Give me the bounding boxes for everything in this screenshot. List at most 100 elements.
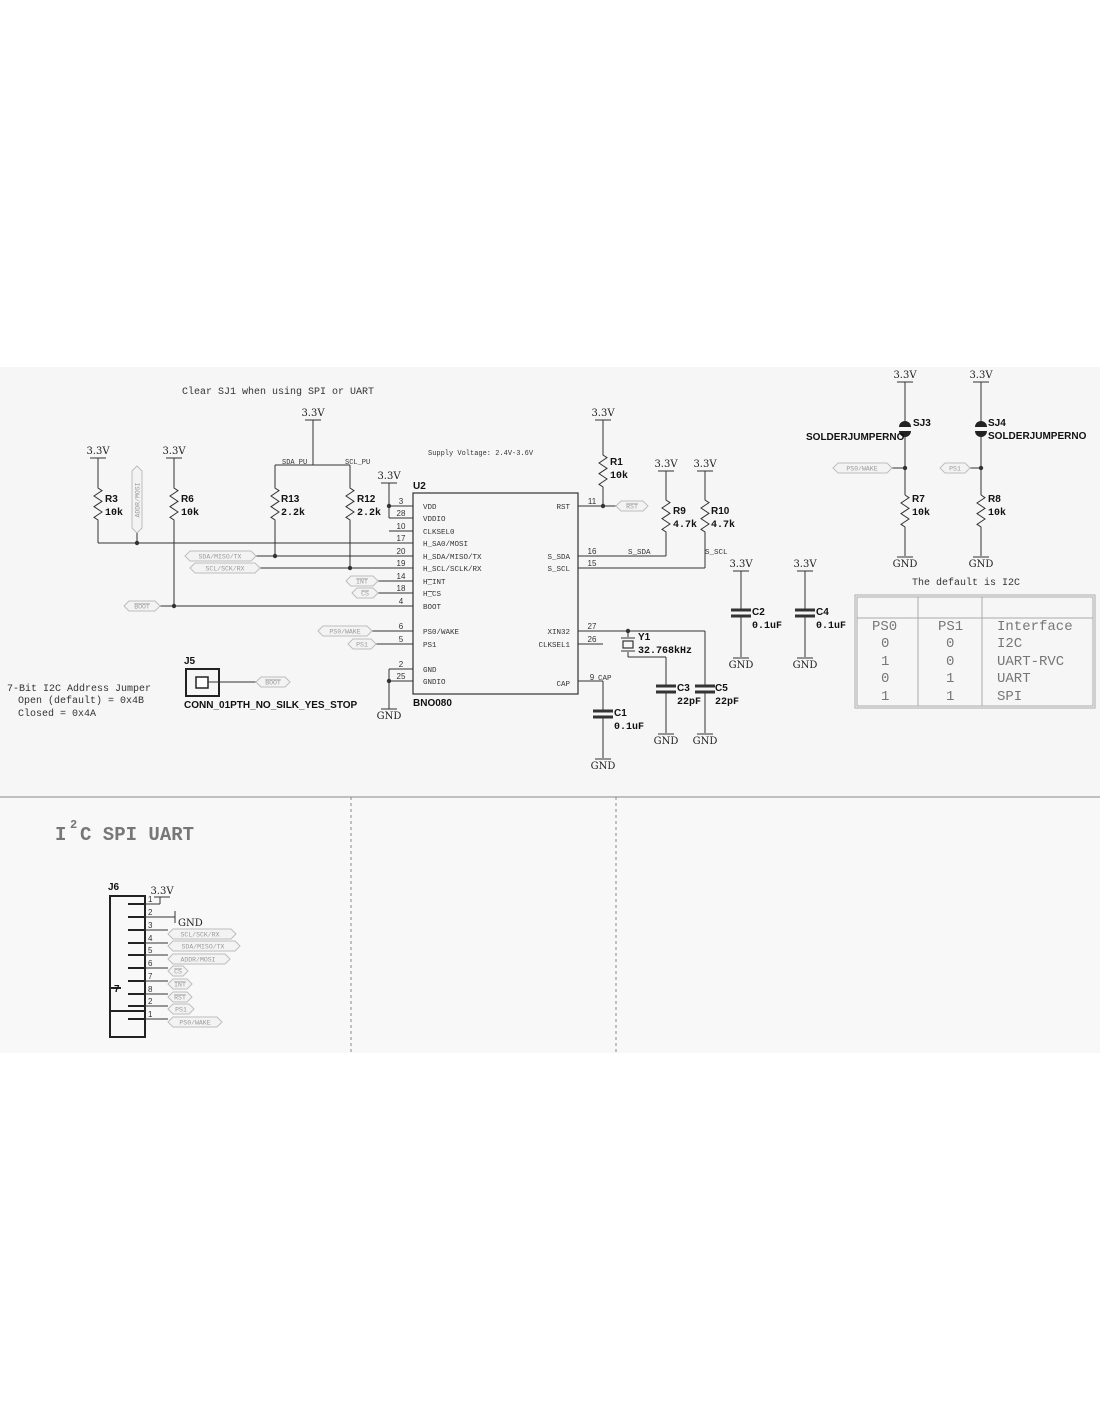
connector-j6-symbol [109, 895, 146, 1038]
capacitor-c2-value: 0.1uF [752, 621, 782, 632]
pin-number: 2 [399, 660, 404, 669]
capacitor-c5-ref: C5 [715, 683, 728, 694]
solder-jumper-sj4-symbol [975, 421, 987, 427]
table-cell: 1 [881, 689, 889, 705]
note-supply-voltage: Supply Voltage: 2.4V-3.6V [428, 450, 534, 458]
connector-j6: J6 3.3V 7 GND [108, 882, 241, 1038]
resistor-r12-ref: R12 [357, 494, 376, 505]
flag-rst: RST [615, 500, 649, 512]
resistor-r10-symbol [700, 471, 710, 568]
pin-number: 2 [148, 908, 153, 917]
flag-j6-ps1-text: PS1 [175, 1007, 187, 1014]
pin-number: 11 [588, 497, 597, 506]
net-s-scl-label: S_SCL [705, 549, 728, 557]
ground-label: GND [377, 711, 402, 722]
pin-number: 5 [148, 946, 153, 955]
ic-u2-right-pins: RST 11 S_SDA 16 S_SCL 15 XIN32 27 CLKSEL… [538, 497, 728, 689]
supply-label: 3.3V [377, 471, 401, 482]
resistor-r6-symbol [169, 458, 179, 606]
pin-number: 20 [397, 547, 406, 556]
i2c-pullups: 3.3V SDA_PU SCL_PU R13 2.2k R12 2.2k [270, 408, 381, 568]
connector-j5-part: CONN_01PTH_NO_SILK_YES_STOP [184, 700, 358, 711]
flag-rst-text: RST [626, 504, 638, 511]
pin-name: H_SDA/MISO/TX [423, 554, 482, 562]
ground-label: GND [654, 736, 679, 747]
flag-j6-sda: SDA/MISO/TX [167, 940, 241, 952]
jumper-sj3-ref: SJ3 [913, 418, 931, 429]
pin-name: CLKSEL1 [538, 642, 570, 650]
flag-boot-left-text: BOOT [134, 604, 150, 611]
pin-number: 18 [397, 584, 406, 593]
flag-ps0-sj3: PS0/WAKE [832, 462, 893, 474]
pin-number: 26 [588, 635, 597, 644]
ic-u2-left-pins: 3 VDD 28 VDDIO 10 CLKSEL0 17 H_SA0/MOSI … [389, 497, 482, 687]
flag-boot-left: BOOT [123, 600, 161, 612]
table-cell: 1 [946, 689, 954, 705]
capacitor-c2: 3.3V GND C2 0.1uF [729, 559, 782, 671]
pin-name: S_SDA [547, 554, 570, 562]
pin-name: H_SCL/SCLK/RX [423, 566, 482, 574]
supply-label: 3.3V [793, 559, 817, 570]
supply-label: 3.3V [591, 408, 615, 419]
ground-label: GND [591, 761, 616, 772]
pin-number: 6 [148, 959, 153, 968]
crystal-y1-value: 32.768kHz [638, 645, 692, 657]
pin-name: BOOT [423, 604, 442, 612]
capacitor-c3-value: 22pF [677, 697, 701, 708]
table-cell: UART-RVC [997, 654, 1064, 670]
pin-number: 17 [397, 534, 406, 543]
top-sheet-background [0, 367, 1100, 797]
resistor-r8-value: 10k [988, 507, 1006, 519]
flag-j6-rst: RST [167, 991, 193, 1003]
capacitor-c1: GND C1 0.1uF [591, 681, 644, 772]
connector-j5: J5 CONN_01PTH_NO_SILK_YES_STOP [184, 656, 358, 711]
flag-j6-ps1: PS1 [167, 1003, 195, 1015]
ic-u2-ref: U2 [413, 481, 426, 492]
note-addr-jumper-closed: Closed = 0x4A [18, 708, 96, 720]
flag-int-left: INT [345, 575, 379, 587]
resistor-r1-value: 10k [610, 470, 628, 482]
resistor-r1-ref: R1 [610, 457, 623, 468]
flag-ps1-left: PS1 [347, 638, 377, 650]
jumper-sj4-part: SOLDERJUMPERNO [988, 431, 1087, 442]
supply-label: 3.3V [654, 459, 678, 470]
pin-name: CLKSEL0 [423, 529, 455, 537]
flag-ps0-left-text: PS0/WAKE [329, 629, 360, 636]
capacitor-c3: GND C3 22pF [654, 657, 701, 747]
supply-label: 3.3V [693, 459, 717, 470]
capacitor-c2-ref: C2 [752, 607, 765, 618]
net-sda-pu: SDA_PU [282, 459, 307, 467]
pin-number: 10 [397, 522, 406, 531]
pin-number: 7 [148, 972, 153, 981]
table-cell: SPI [997, 689, 1022, 705]
pin-name: GND [423, 667, 437, 675]
table-cell: 0 [946, 636, 954, 652]
flag-j6-int: INT [167, 978, 193, 990]
table-header-ps0: PS0 [872, 619, 897, 635]
pin-name: GNDIO [423, 679, 446, 687]
ground-label: GND [793, 660, 818, 671]
pin-name: H_INT [423, 579, 446, 587]
flag-j6-scl: SCL/SCK/RX [167, 928, 237, 940]
resistor-r7-symbol [900, 494, 910, 556]
pin-number: 27 [588, 622, 597, 631]
connector-j6-ref: J6 [108, 882, 120, 893]
pin-name: H_SA0/MOSI [423, 541, 468, 549]
pin-number: 1 [148, 895, 153, 904]
resistor-r6: 3.3V R6 10k [162, 446, 199, 606]
title-rest: C SPI UART [80, 824, 194, 846]
pin-number: 19 [397, 559, 406, 568]
table-cell: 0 [881, 636, 889, 652]
table-cell: 1 [881, 654, 889, 670]
flag-scl-left-text: SCL/SCK/RX [205, 566, 244, 573]
note-clear-sj1: Clear SJ1 when using SPI or UART [182, 386, 374, 398]
title-superscript: 2 [70, 818, 77, 832]
supply-label: 3.3V [162, 446, 186, 457]
crystal-y1: Y1 32.768kHz [621, 628, 692, 658]
pin-number: 25 [397, 672, 406, 681]
flag-j6-scl-text: SCL/SCK/RX [180, 932, 219, 939]
capacitor-c4-ref: C4 [816, 607, 829, 618]
ground-label: GND [693, 736, 718, 747]
resistor-r10: 3.3V R10 4.7k [693, 459, 735, 568]
ground-label: GND [969, 559, 994, 570]
